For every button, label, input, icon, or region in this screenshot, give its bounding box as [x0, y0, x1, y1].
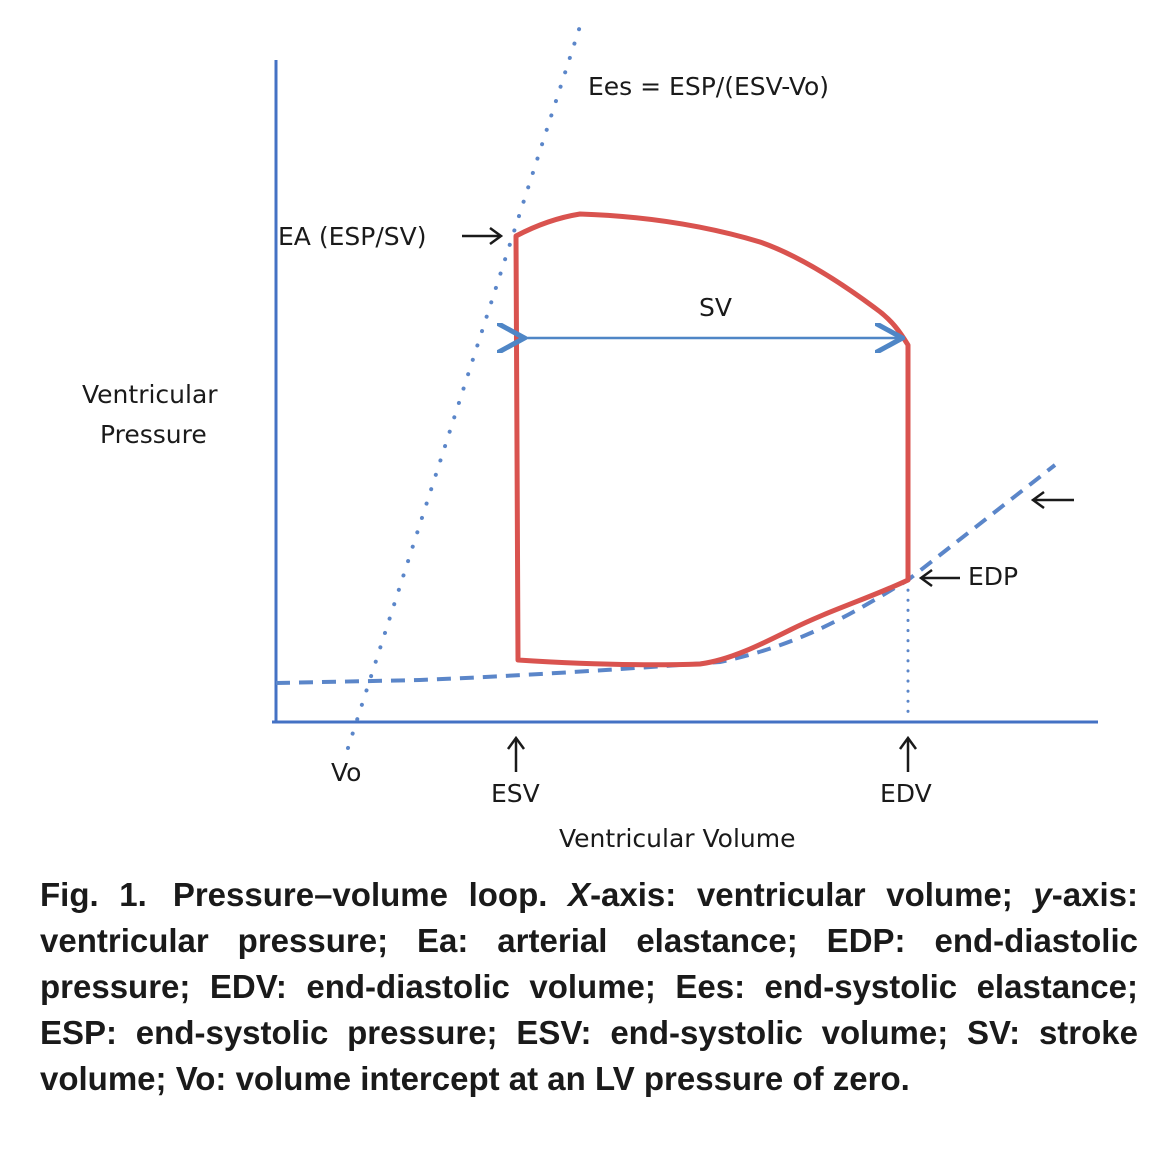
diagram-canvas: Ees = ESP/(ESV-Vo) EA (ESP/SV) SV Ventri…	[82, 18, 1098, 853]
y-axis-label-line1: Ventricular	[82, 380, 218, 409]
caption-text-2: -axis: ventricular volume;	[590, 876, 1034, 913]
caption-text-3: -axis: ventricular pressure; Ea: arteria…	[40, 876, 1138, 1097]
esv-label: ESV	[491, 779, 540, 808]
ea-arrowhead	[489, 226, 504, 246]
edp-label: EDP	[968, 562, 1018, 591]
ea-label: EA (ESP/SV)	[278, 222, 427, 251]
edpvr-pointer-arrowhead	[1030, 490, 1045, 510]
pv-loop	[513, 211, 911, 668]
y-axis-label-line2: Pressure	[100, 420, 207, 449]
espvr-dotted-line	[346, 18, 584, 750]
edp-arrowhead	[918, 568, 933, 588]
x-axis-label: Ventricular Volume	[559, 824, 795, 853]
edv-arrowhead	[898, 735, 918, 750]
caption-text-1: Pressure–volume loop.	[172, 876, 569, 913]
edpvr-dashed-curve	[275, 463, 1057, 685]
ees-formula-label: Ees = ESP/(ESV-Vo)	[588, 72, 829, 101]
esv-arrowhead	[506, 735, 526, 750]
caption-figure-number: Fig. 1.	[40, 876, 147, 913]
pressure-volume-diagram: Ees = ESP/(ESV-Vo) EA (ESP/SV) SV Ventri…	[82, 18, 1098, 853]
edv-label: EDV	[880, 779, 932, 808]
vo-label: Vo	[331, 758, 361, 787]
caption-x-italic: X	[568, 876, 591, 913]
caption-y-italic: y	[1033, 876, 1052, 913]
sv-label: SV	[699, 293, 732, 322]
figure-caption: Fig. 1. Pressure–volume loop. X-axis: ven…	[40, 872, 1138, 1102]
